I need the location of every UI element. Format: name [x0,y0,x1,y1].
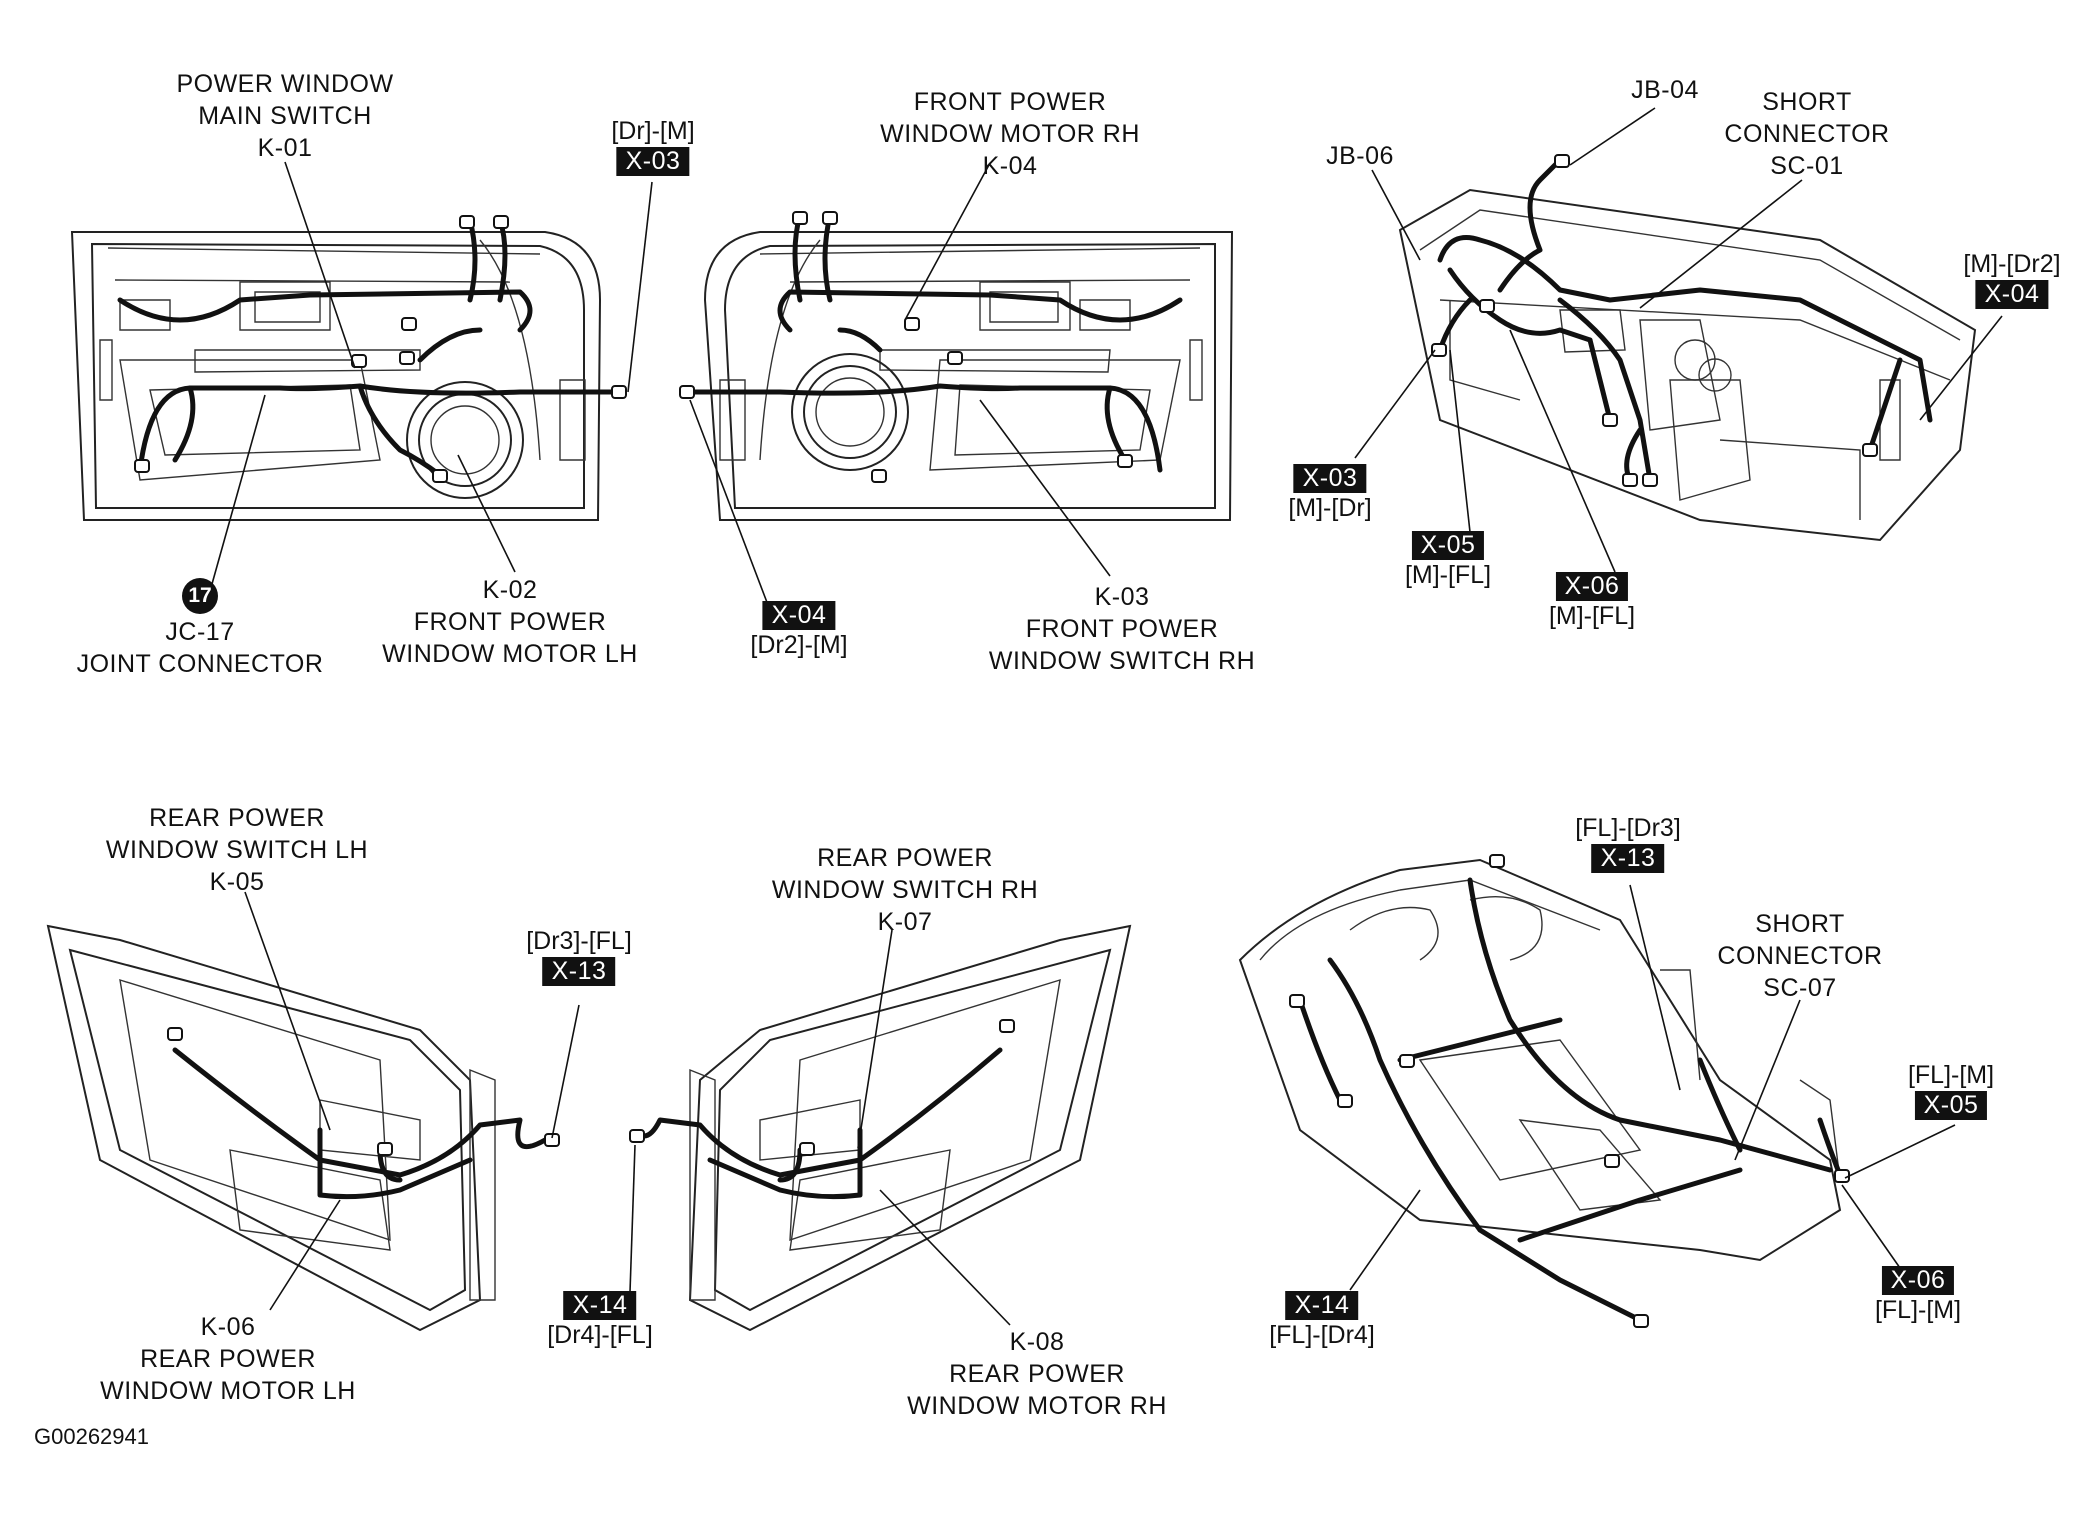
x14-door-code: X-14 [563,1291,637,1320]
jb06-label: JB-06 [1326,140,1394,172]
x13-door-code: X-13 [542,957,616,986]
x13-door-pins: [Dr3]-[FL] [526,927,632,955]
sc01-line-2: CONNECTOR [1724,120,1890,148]
k03-code: K-03 [1094,583,1150,611]
k08-label: K-08 REAR POWER WINDOW MOTOR RH [907,1326,1167,1422]
sc07-line-1: SHORT [1755,910,1845,938]
k03-label: K-03 FRONT POWER WINDOW SWITCH RH [989,581,1255,677]
k01-code: K-01 [257,134,313,162]
x14-floor-code: X-14 [1285,1291,1359,1320]
x14-floor-pins: [FL]-[Dr4] [1269,1321,1375,1349]
k07-line-1: REAR POWER [817,844,993,872]
k04-label: FRONT POWER WINDOW MOTOR RH K-04 [880,86,1140,182]
connector-tag-x04-door: X-04 [Dr2]-[M] [750,600,848,660]
sc01-code: SC-01 [1770,152,1844,180]
k08-line-3: WINDOW MOTOR RH [907,1392,1167,1420]
k08-code: K-08 [1009,1328,1065,1356]
connector-tag-x06-floor: X-06 [FL]-[M] [1875,1265,1961,1325]
k01-label: POWER WINDOW MAIN SWITCH K-01 [176,68,393,164]
jc17-code: JC-17 [165,618,235,646]
jc17-line-2: JOINT CONNECTOR [76,650,324,678]
connector-tag-x03-dash: X-03 [M]-[Dr] [1288,463,1372,523]
jb04-label: JB-04 [1631,74,1699,106]
connector-tag-x14-floor: X-14 [FL]-[Dr4] [1269,1290,1375,1350]
x04-door-pins: [Dr2]-[M] [750,631,848,659]
connector-tag-x03-door: [Dr]-[M] X-03 [611,116,695,176]
x13-floor-pins: [FL]-[Dr3] [1575,814,1681,842]
k02-line-3: WINDOW MOTOR LH [382,640,638,668]
jb04-code: JB-04 [1631,76,1699,104]
k01-line-1: POWER WINDOW [176,70,394,98]
jb06-code: JB-06 [1326,142,1394,170]
k02-line-2: FRONT POWER [413,608,607,636]
x05-dash-code: X-05 [1411,531,1485,560]
x03-door-code: X-03 [616,147,690,176]
k04-code: K-04 [982,152,1038,180]
k02-code: K-02 [482,576,538,604]
x06-floor-pins: [FL]-[M] [1874,1296,1962,1324]
rear-door-lh-panel [46,924,560,1332]
k06-line-3: WINDOW MOTOR LH [100,1377,356,1405]
sc01-line-1: SHORT [1762,88,1852,116]
connector-tag-x13-floor: [FL]-[Dr3] X-13 [1575,813,1681,873]
x13-floor-code: X-13 [1591,844,1665,873]
k07-code: K-07 [877,908,933,936]
x14-door-pins: [Dr4]-[FL] [547,1321,653,1349]
floor-harness-panel [1238,854,1850,1328]
k06-code: K-06 [200,1313,256,1341]
x04-dash-pins: [M]-[Dr2] [1963,250,2061,278]
k03-line-3: WINDOW SWITCH RH [988,647,1256,675]
x04-dash-code: X-04 [1975,280,2049,309]
x05-floor-code: X-05 [1914,1091,1988,1120]
k07-line-2: WINDOW SWITCH RH [771,876,1039,904]
k03-line-2: FRONT POWER [1025,615,1219,643]
front-door-lh-panel [70,215,627,521]
k08-line-2: REAR POWER [949,1360,1125,1388]
rear-door-rh-panel [629,924,1132,1332]
dashboard-panel [1398,154,1977,542]
k05-line-2: WINDOW SWITCH LH [105,836,369,864]
k06-line-2: REAR POWER [140,1345,316,1373]
k05-line-1: REAR POWER [149,804,325,832]
sc07-line-2: CONNECTOR [1717,942,1883,970]
connector-tag-x14-door: X-14 [Dr4]-[FL] [547,1290,653,1350]
k06-label: K-06 REAR POWER WINDOW MOTOR LH [100,1311,356,1407]
connector-tag-x06-dash: X-06 [M]-[FL] [1549,571,1635,631]
k04-line-1: FRONT POWER [913,88,1107,116]
x05-dash-pins: [M]-[FL] [1404,561,1492,589]
x04-door-code: X-04 [762,601,836,630]
x05-floor-pins: [FL]-[M] [1907,1061,1995,1089]
front-door-rh-panel [679,211,1234,521]
connector-tag-x04-dash: [M]-[Dr2] X-04 [1963,249,2061,309]
x06-dash-code: X-06 [1555,572,1629,601]
leader-lines [211,107,2003,1326]
k05-label: REAR POWER WINDOW SWITCH LH K-05 [106,802,368,898]
connector-tag-x05-floor: [FL]-[M] X-05 [1908,1060,1994,1120]
sc07-code: SC-07 [1763,974,1837,1002]
k05-code: K-05 [209,868,265,896]
connector-tag-x05-dash: X-05 [M]-[FL] [1405,530,1491,590]
jc17-number-badge: 17 [182,578,218,614]
jc17-label: JC-17 JOINT CONNECTOR [77,616,324,680]
x06-floor-code: X-06 [1881,1266,1955,1295]
x03-door-pins: [Dr]-[M] [611,117,695,145]
x03-dash-pins: [M]-[Dr] [1288,494,1372,522]
figure-id: G00262941 [34,1424,149,1449]
k02-label: K-02 FRONT POWER WINDOW MOTOR LH [382,574,638,670]
x06-dash-pins: [M]-[FL] [1548,602,1636,630]
x03-dash-code: X-03 [1293,464,1367,493]
k04-line-2: WINDOW MOTOR RH [880,120,1140,148]
connector-tag-x13-door: [Dr3]-[FL] X-13 [526,926,632,986]
sc01-label: SHORT CONNECTOR SC-01 [1724,86,1889,182]
k07-label: REAR POWER WINDOW SWITCH RH K-07 [772,842,1038,938]
k01-line-2: MAIN SWITCH [198,102,372,130]
sc07-label: SHORT CONNECTOR SC-07 [1717,908,1882,1004]
